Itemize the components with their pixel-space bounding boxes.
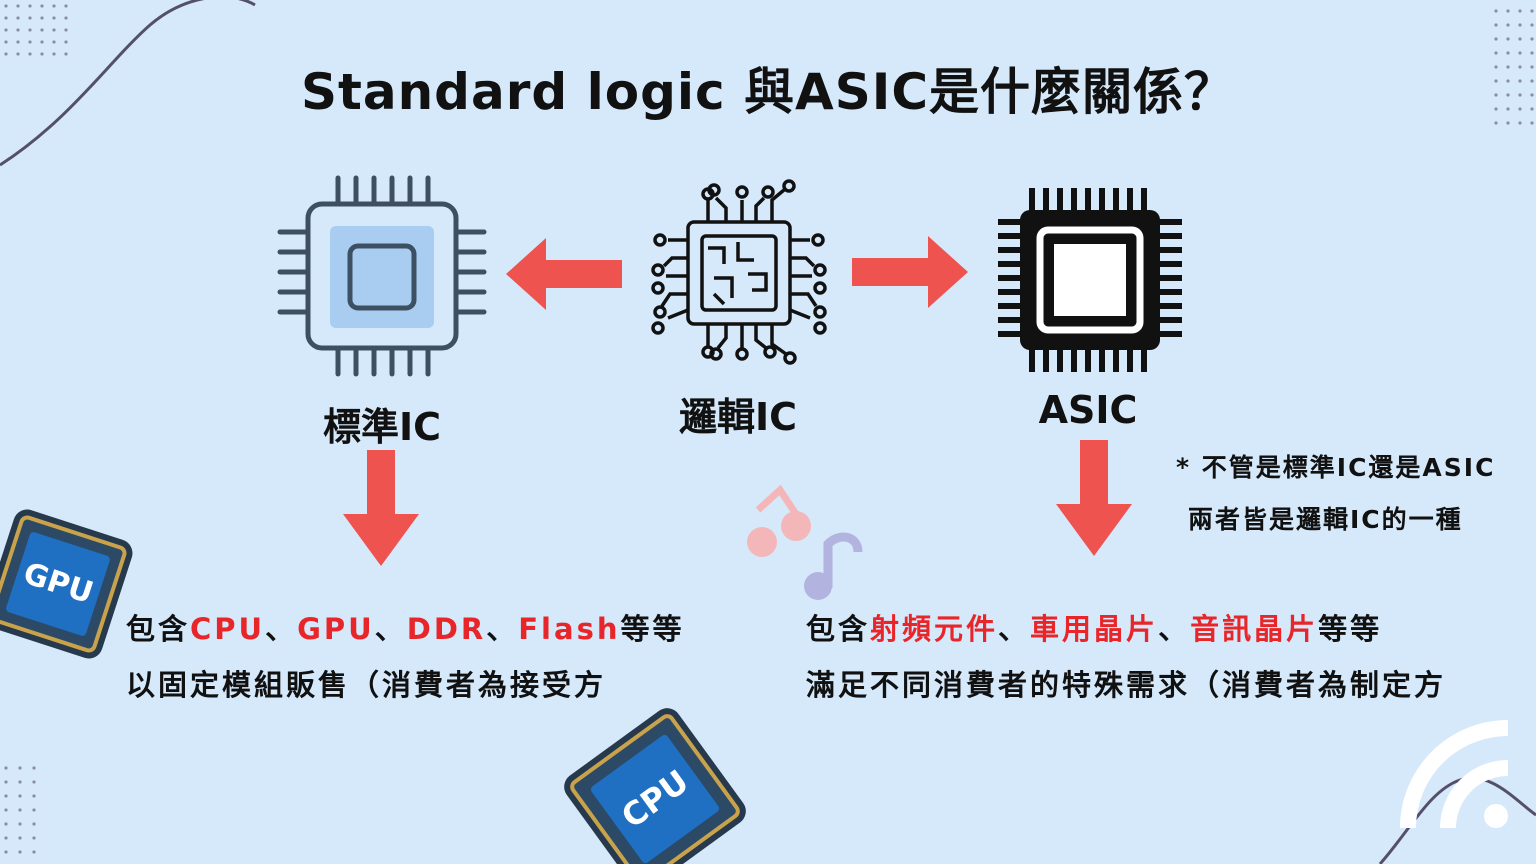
desc-prefix: 包含 [126, 612, 191, 646]
decor-dots-bottom-left [4, 766, 36, 854]
asic-chip-icon [998, 188, 1182, 372]
separator: 、 [265, 612, 298, 646]
arrow-down-standard-ic [343, 450, 419, 566]
highlight-item: Flash [518, 612, 621, 646]
highlight-item: 音訊晶片 [1190, 612, 1319, 646]
standard-ic-desc-line-2: 以固定模組販售（消費者為接受方 [126, 668, 607, 702]
standard-ic-chip-icon [277, 175, 487, 377]
asic-label: ASIC [1038, 388, 1138, 432]
separator: 、 [374, 612, 407, 646]
arrow-down-asic [1056, 440, 1132, 556]
logic-ic-chip-icon [651, 179, 827, 365]
desc-suffix: 等等 [620, 612, 685, 646]
arrow-to-standard-ic [506, 238, 622, 310]
note-line-2: 兩者皆是邏輯IC的一種 [1188, 505, 1463, 534]
page-title: Standard logic 與ASIC是什麼關係？ [300, 63, 1236, 121]
highlight-item: 車用晶片 [1030, 612, 1159, 646]
separator: 、 [486, 612, 519, 646]
highlight-item: CPU [190, 612, 266, 646]
arrow-to-asic [852, 236, 968, 308]
music-note-icon [747, 484, 863, 600]
logic-ic-label: 邏輯IC [678, 395, 798, 439]
desc-prefix: 包含 [806, 612, 871, 646]
separator: 、 [998, 612, 1031, 646]
highlight-item: GPU [297, 612, 375, 646]
standard-ic-label: 標準IC [322, 405, 442, 449]
asic-desc-line-1: 包含射頻元件、車用晶片、音訊晶片等等 [806, 606, 1382, 648]
wifi-icon [1400, 720, 1509, 829]
highlight-item: 射頻元件 [870, 612, 999, 646]
note-line-1: * 不管是標準IC還是ASIC [1176, 453, 1496, 482]
highlight-item: DDR [406, 612, 487, 646]
asic-desc-line-2: 滿足不同消費者的特殊需求（消費者為制定方 [806, 668, 1447, 702]
desc-suffix: 等等 [1318, 612, 1383, 646]
decor-dots-top-right [1494, 9, 1534, 125]
separator: 、 [1158, 612, 1191, 646]
decor-dots-top-left [4, 4, 68, 56]
standard-ic-desc-line-1: 包含CPU、GPU、DDR、Flash等等 [126, 606, 685, 648]
